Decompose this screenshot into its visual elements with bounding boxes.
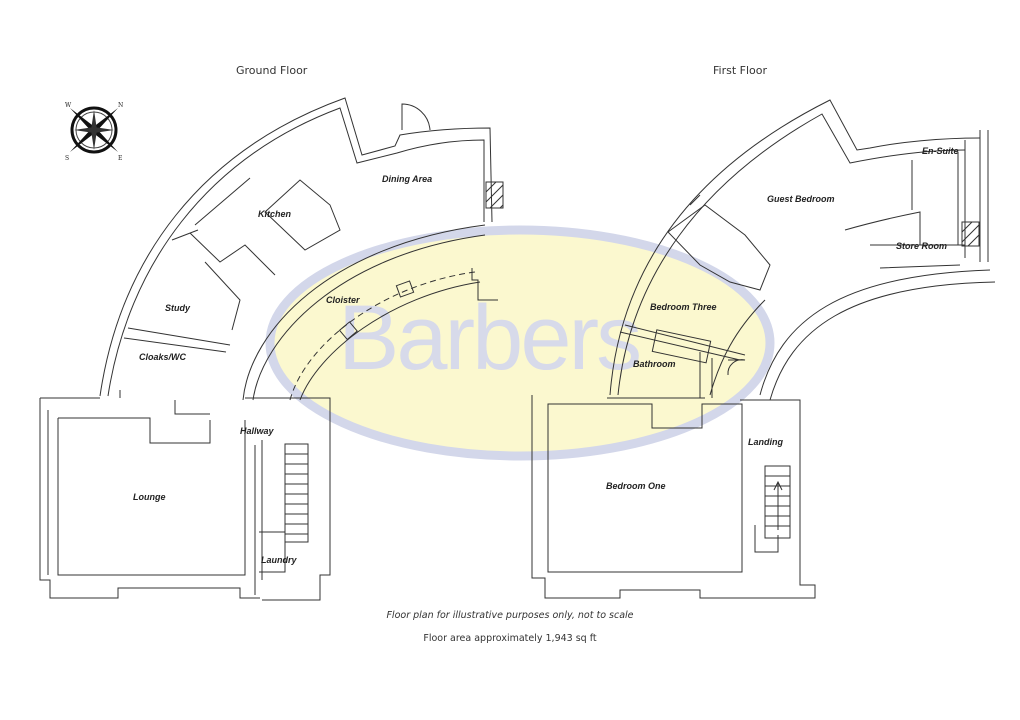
compass-label-n: N — [118, 102, 123, 109]
room-label-landing: Landing — [748, 437, 783, 447]
compass-rose-icon: W N S E — [65, 102, 123, 162]
room-label-bedroom-three: Bedroom Three — [650, 302, 717, 312]
room-label-bedroom-one: Bedroom One — [606, 481, 666, 491]
room-label-store-room: Store Room — [896, 241, 948, 251]
room-label-dining-area: Dining Area — [382, 174, 433, 184]
first-floor-title: First Floor — [713, 64, 768, 77]
room-label-laundry: Laundry — [261, 555, 297, 565]
room-label-en-suite: En-Suite — [922, 146, 959, 156]
floor-area-note: Floor area approximately 1,943 sq ft — [423, 633, 597, 644]
room-label-kitchen: Kitchen — [258, 209, 292, 219]
compass-label-s: S — [65, 155, 69, 162]
room-label-guest-bedroom: Guest Bedroom — [767, 194, 835, 204]
room-label-bathroom: Bathroom — [633, 359, 676, 369]
compass-label-w: W — [65, 102, 72, 109]
ground-floor-title: Ground Floor — [236, 64, 308, 77]
room-label-lounge: Lounge — [133, 492, 166, 502]
room-label-hallway: Hallway — [240, 426, 274, 436]
room-label-cloister: Cloister — [326, 295, 360, 305]
watermark-text: Barbers — [338, 287, 642, 389]
disclaimer-note: Floor plan for illustrative purposes onl… — [386, 610, 634, 621]
room-label-cloaks-wc: Cloaks/WC — [139, 352, 187, 362]
compass-label-e: E — [118, 155, 122, 162]
room-label-study: Study — [165, 303, 191, 313]
